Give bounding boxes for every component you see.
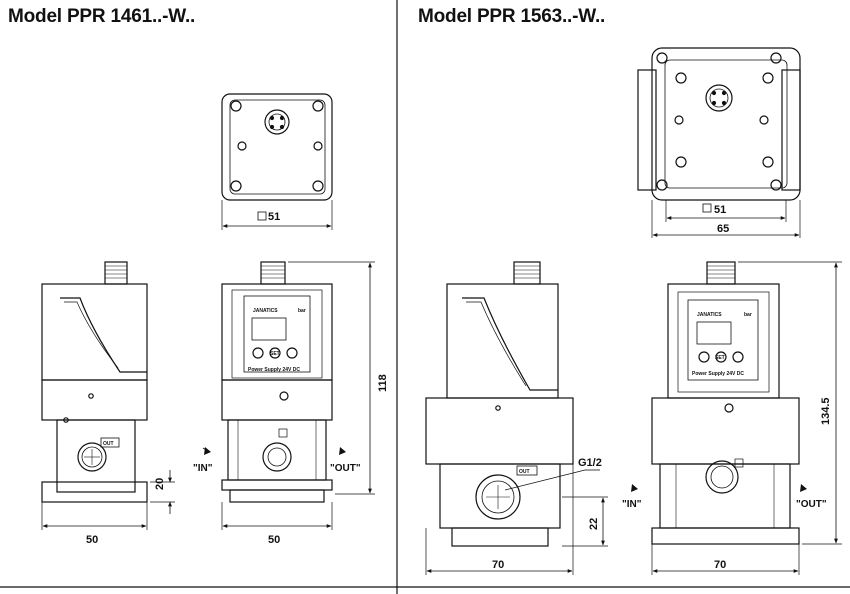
right-top-view bbox=[637, 47, 801, 238]
right-out-height-label: 22 bbox=[588, 518, 600, 530]
right-set-label: SET bbox=[715, 355, 725, 361]
left-top-view bbox=[221, 93, 333, 230]
right-out-label: "OUT" bbox=[796, 499, 827, 510]
left-unit-label: bar bbox=[298, 308, 306, 314]
left-model-title: Model PPR 1461..-W.. bbox=[8, 6, 196, 27]
left-power-label: Power Supply 24V DC bbox=[248, 367, 300, 373]
right-top-square-dim-label: 51 bbox=[714, 204, 726, 216]
right-power-label: Power Supply 24V DC bbox=[692, 371, 744, 377]
right-unit-label: bar bbox=[744, 312, 752, 318]
right-in-label: "IN" bbox=[622, 499, 642, 510]
right-top-outer-dim-label: 65 bbox=[717, 223, 729, 235]
left-set-label: SET bbox=[270, 351, 280, 357]
right-overall-height-label: 134.5 bbox=[820, 397, 832, 425]
left-out-height-label: 20 bbox=[154, 478, 166, 490]
left-side-width-label: 50 bbox=[86, 534, 98, 546]
left-top-dim-label: 51 bbox=[268, 211, 280, 223]
left-side-out-port-label: OUT bbox=[103, 441, 114, 447]
right-model-title: Model PPR 1563..-W.. bbox=[418, 6, 606, 27]
right-thread-label: G1/2 bbox=[578, 457, 602, 469]
right-side-width-label: 70 bbox=[492, 559, 504, 571]
right-brand-label: JANATICS bbox=[697, 312, 722, 318]
left-overall-height-label: 118 bbox=[377, 374, 389, 392]
left-side-view bbox=[41, 261, 175, 530]
right-front-width-label: 70 bbox=[714, 559, 726, 571]
left-front-width-label: 50 bbox=[268, 534, 280, 546]
left-brand-label: JANATICS bbox=[253, 308, 278, 314]
left-in-label: "IN" bbox=[193, 463, 213, 474]
left-out-label: "OUT" bbox=[330, 463, 361, 474]
left-front-view bbox=[202, 261, 375, 530]
right-side-out-port-label: OUT bbox=[519, 469, 530, 475]
right-front-view bbox=[631, 261, 842, 575]
right-side-view bbox=[425, 261, 608, 575]
